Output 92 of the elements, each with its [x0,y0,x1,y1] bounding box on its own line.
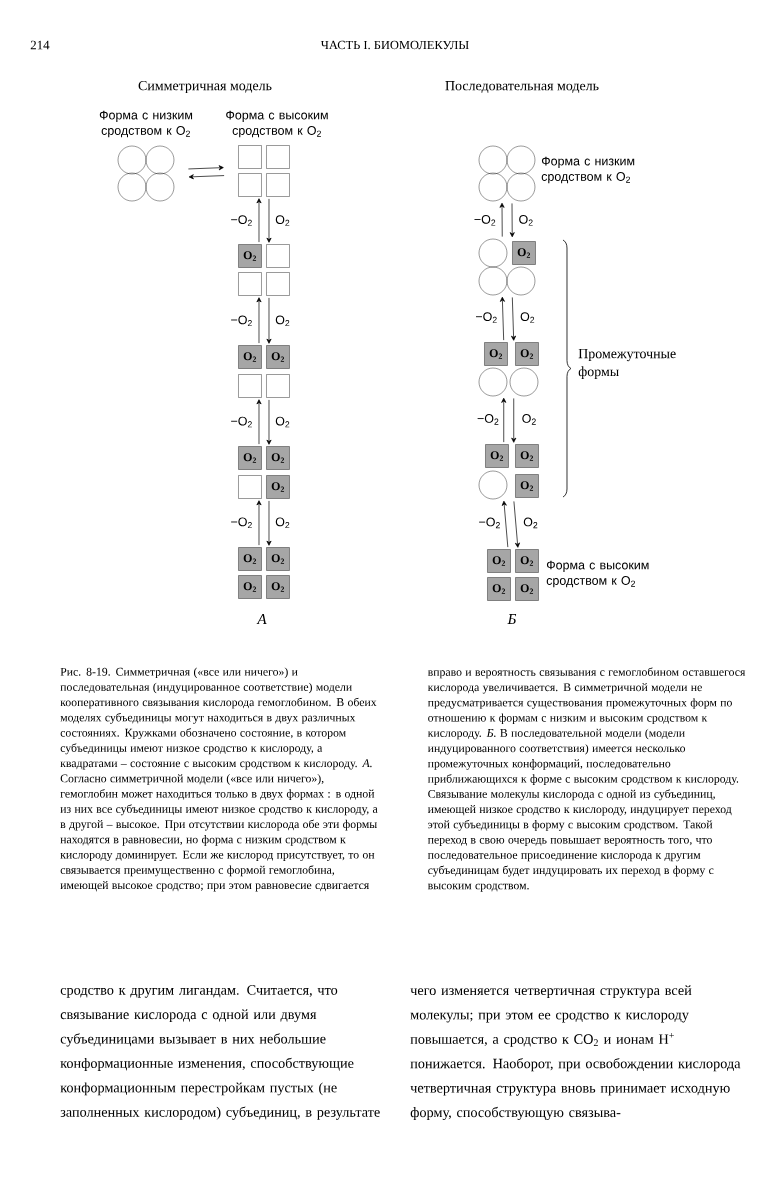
form-label: Форма с низким сродством к O$_{2}$ [99,110,193,138]
brace-label: Промежуточные формы [578,349,676,380]
equilibrium-arrow [256,198,262,243]
edge-label: −O$_{2}$ [476,413,501,426]
edge-label: O$_{2}$ [519,311,537,324]
edge-label: O$_{2}$ [522,516,540,530]
edge-label: −O$_{2}$ [229,516,254,530]
oxygenated-subunit: O$_{2}$ [266,575,290,599]
square-subunit [266,244,290,268]
circle-subunit [117,172,147,202]
equilibrium-arrow [266,198,272,243]
edge-label: O$_{2}$ [274,516,292,530]
circle-subunit [478,145,508,175]
equilibrium-arrow [256,399,262,445]
circle-subunit [506,145,536,175]
edge-label: −O$_{2}$ [477,516,502,530]
form-label: Форма с высоким сродством к O$_{2}$ [546,560,649,588]
oxygenated-subunit: O$_{2}$ [238,547,262,571]
oxygenated-subunit: O$_{2}$ [515,549,539,573]
oxygenated-subunit: O$_{2}$ [515,577,539,601]
edge-label: O$_{2}$ [274,314,292,328]
edge-label: −O$_{2}$ [229,415,254,429]
equilibrium-arrow [499,202,505,237]
oxygenated-subunit: O$_{2}$ [238,575,262,599]
circle-subunit [478,266,508,296]
square-subunit [238,145,262,169]
square-subunit [266,145,290,169]
oxygenated-subunit: O$_{2}$ [485,444,509,468]
square-subunit [238,173,262,197]
form-label: Форма с низким сродством к O$_{2}$ [541,156,635,184]
square-subunit [238,374,262,398]
equilibrium-arrow [266,297,272,344]
edge-label: −O$_{2}$ [474,311,499,324]
equilibrium-arrow [266,500,272,546]
oxygenated-subunit: O$_{2}$ [238,446,262,470]
page-number: 214 [30,40,50,50]
circle-subunit [478,238,508,268]
oxygenated-subunit: O$_{2}$ [266,547,290,571]
square-subunit [266,173,290,197]
circle-subunit [145,172,175,202]
oxygenated-subunit: O$_{2}$ [487,549,511,573]
equilibrium-arrow [501,397,507,443]
oxygenated-subunit: O$_{2}$ [266,475,290,499]
form-label: Форма с высоким сродством к O$_{2}$ [226,110,328,138]
column-heading: Симметричная модель [138,80,272,94]
edge-label: O$_{2}$ [517,213,535,227]
panel-letter: А [256,614,267,624]
equilibrium-arrow [256,500,262,546]
edge-label: −O$_{2}$ [229,314,254,328]
figure-caption: Рис. 8-19. Симметричная («все или ничего») и последовательная (индуцированное соответствие) модели кооперативного связывания кислорода гемоглобином. В обеих моделях субъединицы могут находиться в двух различных состояниях. Кружками обозначено состояние, в котором субъединицы имеют низкое сродство к кислороду, а квадратами – состояние с высоким сродством к кислороду. А. Согласно симметричной модели («все или ничего»), гемоглобин может находиться только в двух формах : в одной из них все субъединицы имеют низкое сродство к кислороду, а в другой – высокое. При отсутствии кислорода обе эти формы находятся в равновесии, но форма с низким сродством к кислороду доминирует. Если же кислород присутствует, то он связывается преимущественно с формой гемоглобина, имеющей высокое сродство; при этом равновесие сдвигается вправо и вероятность связывания с гемоглобином оставшегося кислорода увеличивается. В симметричной модели не предусматривается существования промежуточных форм по отношению к формам с низким и высоким сродством к кислороду. Б. В последовательной модели (модели индуцированного соответствия) имеется несколько промежуточных конформаций, последовательно приближающихся к форме с высоким сродством к кислороду. Связывание молекулы кислорода с одной из субъединиц, имеющей низкое сродство к кислороду, индуцирует переход этой субъединицы в форму с высоким сродством. Такой переход в свою очередь повышает вероятность того, что последовательное присоединение кислорода к другим субъединицам будет индуцировать их переход в форму с высоким сродством. [60,667,746,892]
oxygenated-subunit: O$_{2}$ [515,342,539,366]
edge-label: O$_{2}$ [274,415,292,429]
circle-subunit [506,172,536,202]
equilibrium-arrow [501,500,509,548]
oxygenated-subunit: O$_{2}$ [238,244,262,268]
equilibrium-arrow [188,165,224,171]
oxygenated-subunit: O$_{2}$ [238,345,262,369]
oxygenated-subunit: O$_{2}$ [484,342,508,366]
oxygenated-subunit: O$_{2}$ [266,345,290,369]
oxygenated-subunit: O$_{2}$ [487,577,511,601]
equilibrium-arrow [511,398,517,443]
panel-letter: Б [507,614,517,624]
equilibrium-arrow [188,174,225,180]
column-heading: Последовательная модель [445,81,599,93]
body-text: сродство к другим лигандам. Считается, что связывание кислорода с одной или двумя субъединицами вызывает в них небольшие конформационные изменения, способствующие конформационным перестройкам пустых (не заполненных кислородом) субъединиц, в результате [60,985,380,1120]
square-subunit [238,475,262,499]
edge-label: O$_{2}$ [274,214,292,227]
running-header: ЧАСТЬ I. БИОМОЛЕКУЛЫ [320,40,469,50]
body-text: чего изменяется четвертичная структура всей молекулы; при этом ее сродство к кислороду повышается, а сродство к CO$_{2}$ и ионам H$^{+}$ понижается. Наоборот, при освобождении кислорода четвертичная структура вновь принимает исходную форму, способствующую связыва- [410,985,741,1121]
equilibrium-arrow [511,297,517,341]
oxygenated-subunit: O$_{2}$ [266,446,290,470]
circle-subunit [478,172,508,202]
circle-subunit [117,145,147,175]
edge-label: O$_{2}$ [520,413,538,426]
equilibrium-arrow [266,399,272,445]
square-subunit [238,272,262,296]
oxygenated-subunit: O$_{2}$ [515,474,539,498]
edge-label: −O$_{2}$ [229,214,254,227]
oxygenated-subunit: O$_{2}$ [512,241,536,265]
equilibrium-arrow [256,297,262,344]
circle-subunit [478,470,508,500]
equilibrium-arrow [499,296,505,341]
circle-subunit [145,145,175,175]
equilibrium-arrow [509,203,515,238]
circle-subunit [506,266,536,296]
square-subunit [266,374,290,398]
circle-subunit [478,367,508,397]
edge-label: −O$_{2}$ [472,213,498,227]
equilibrium-arrow [513,501,520,548]
circle-subunit [509,367,539,397]
oxygenated-subunit: O$_{2}$ [515,444,539,468]
square-subunit [266,272,290,296]
